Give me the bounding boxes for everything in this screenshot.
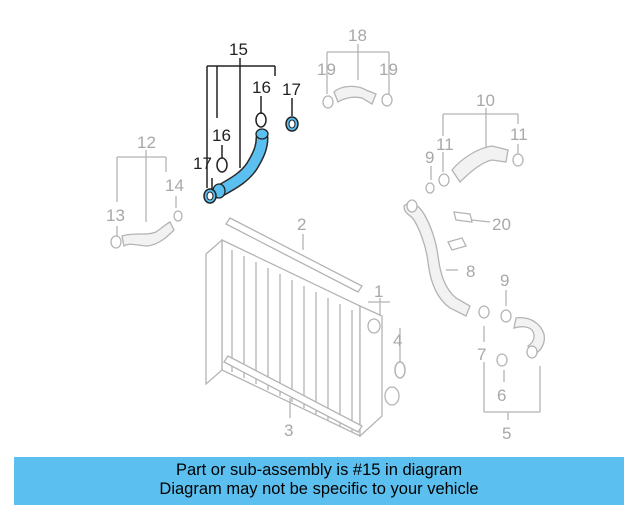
part-18-hose[interactable] bbox=[322, 85, 393, 109]
part-17-clamp-lower[interactable] bbox=[203, 188, 217, 204]
callout-9: 9 bbox=[425, 148, 434, 167]
callout-1: 1 bbox=[374, 282, 383, 301]
callout-15: 15 bbox=[229, 40, 248, 59]
callout-19: 19 bbox=[317, 60, 336, 79]
callout-2: 2 bbox=[297, 215, 306, 234]
part-5-hose[interactable] bbox=[496, 309, 546, 367]
callout-5: 5 bbox=[502, 424, 511, 443]
callout-16: 16 bbox=[252, 78, 271, 97]
callout-17: 17 bbox=[193, 154, 212, 173]
banner-line-disclaimer: Diagram may not be specific to your vehi… bbox=[159, 480, 479, 498]
callout-18: 18 bbox=[348, 26, 367, 45]
part-15-hose[interactable] bbox=[211, 128, 269, 199]
part-10-hose[interactable] bbox=[425, 145, 524, 194]
callout-13: 13 bbox=[106, 206, 125, 225]
part-2-seal[interactable] bbox=[225, 217, 363, 293]
part-4-clamp[interactable] bbox=[394, 328, 406, 379]
part-8-pipe[interactable] bbox=[403, 199, 490, 319]
callout-12: 12 bbox=[137, 133, 156, 152]
callout-20: 20 bbox=[492, 215, 511, 234]
part-16-clamp-upper[interactable] bbox=[255, 112, 267, 128]
callout-7: 7 bbox=[477, 345, 486, 364]
banner-line-part-number: Part or sub-assembly is #15 in diagram bbox=[175, 461, 463, 479]
part-5-callout-lines bbox=[483, 290, 541, 420]
part-10-callout-lines bbox=[430, 108, 519, 180]
callout-6: 6 bbox=[497, 386, 506, 405]
part-20-sensor[interactable] bbox=[453, 211, 491, 223]
part-12-hose[interactable] bbox=[110, 210, 183, 249]
callout-11: 11 bbox=[436, 135, 454, 154]
part-12-callout-lines bbox=[116, 150, 177, 236]
callout-10: 10 bbox=[476, 91, 495, 110]
callout-11: 11 bbox=[510, 125, 528, 144]
part-17-clamp-upper[interactable] bbox=[285, 116, 299, 132]
callout-16: 16 bbox=[212, 126, 231, 145]
part-16-clamp-lower[interactable] bbox=[216, 157, 228, 173]
part-3-seal[interactable] bbox=[223, 355, 363, 433]
callout-19: 19 bbox=[379, 60, 398, 79]
callout-3: 3 bbox=[284, 421, 293, 440]
callout-14: 14 bbox=[165, 176, 184, 195]
callout-9: 9 bbox=[500, 271, 509, 290]
callout-8: 8 bbox=[466, 262, 475, 281]
callout-17: 17 bbox=[282, 80, 301, 99]
part-15-callout-lines bbox=[206, 58, 293, 190]
callout-labels: 15 16 16 17 17 18 19 19 10 11 11 9 12 13… bbox=[106, 26, 528, 443]
part-1-intercooler[interactable] bbox=[205, 238, 400, 438]
parts-diagram: 15 16 16 17 17 18 19 19 10 11 11 9 12 13… bbox=[106, 26, 546, 443]
part-18-callout-lines bbox=[326, 44, 390, 94]
info-banner: Part or sub-assembly is #15 in diagram D… bbox=[14, 457, 624, 505]
callout-4: 4 bbox=[393, 331, 402, 350]
